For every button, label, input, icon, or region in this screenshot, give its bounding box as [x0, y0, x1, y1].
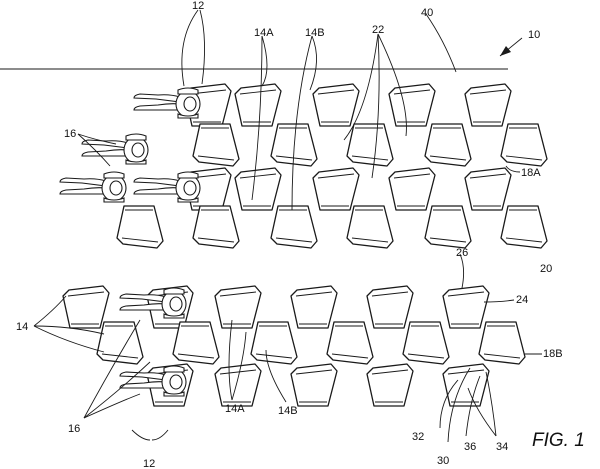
seat-unit: [500, 205, 548, 249]
ref-label-14A-top: 14A: [254, 27, 274, 39]
ref-label-14: 14: [16, 321, 28, 333]
ref-label-16-top: 16: [64, 128, 76, 140]
ref-label-20: 20: [540, 263, 552, 275]
ref-label-14B-top: 14B: [305, 27, 325, 39]
seat-unit: [192, 205, 240, 249]
ref-label-18A: 18A: [521, 167, 541, 179]
bottom-seat-group: [62, 285, 526, 407]
seat-unit: [464, 83, 512, 127]
seat-unit: [442, 285, 490, 329]
seat-unit: [62, 285, 110, 329]
seat-unit: [402, 321, 450, 365]
seat-unit: [290, 363, 338, 407]
seat-unit: [424, 123, 472, 167]
ref-label-16-bottom: 16: [68, 423, 80, 435]
seat-unit: [366, 285, 414, 329]
seat-unit: [312, 167, 360, 211]
seat-unit: [346, 205, 394, 249]
seat-unit: [424, 205, 472, 249]
passenger-figure: [133, 87, 201, 119]
seat-unit: [290, 285, 338, 329]
ref-label-32: 32: [412, 431, 424, 443]
seat-unit: [500, 123, 548, 167]
seat-unit: [234, 167, 282, 211]
ref-label-30: 30: [437, 455, 449, 467]
seat-unit: [116, 205, 164, 249]
ref-label-14A-bottom: 14A: [225, 403, 245, 415]
ref-label-18B: 18B: [543, 348, 563, 360]
ref-label-24: 24: [516, 294, 528, 306]
seat-unit: [442, 363, 490, 407]
seat-unit: [96, 321, 144, 365]
seat-unit: [250, 321, 298, 365]
ref-label-34: 34: [496, 441, 508, 453]
seat-unit: [464, 167, 512, 211]
seat-unit: [388, 83, 436, 127]
figure-caption: FIG. 1: [532, 430, 585, 451]
seat-unit: [346, 123, 394, 167]
passenger-figure: [59, 171, 127, 203]
seat-unit: [388, 167, 436, 211]
ref-label-40: 40: [421, 7, 433, 19]
seat-unit: [326, 321, 374, 365]
ref-label-36: 36: [464, 441, 476, 453]
seat-unit: [234, 83, 282, 127]
leader-lines: [33, 9, 543, 443]
seat-unit: [366, 363, 414, 407]
ref-label-14B-bottom: 14B: [278, 405, 298, 417]
ref-label-22: 22: [372, 24, 384, 36]
ref-label-12-bottom: 12: [143, 458, 155, 469]
top-seat-group: [59, 83, 548, 249]
seat-unit: [214, 363, 262, 407]
passenger-figure: [133, 171, 201, 203]
seat-unit: [214, 285, 262, 329]
ref-label-10: 10: [528, 29, 540, 41]
ref-label-12-top: 12: [192, 0, 204, 12]
seat-unit: [270, 205, 318, 249]
seat-unit: [172, 321, 220, 365]
seat-unit: [312, 83, 360, 127]
seat-unit: [478, 321, 526, 365]
ref-label-26: 26: [456, 247, 468, 259]
arrow-icon: [499, 37, 523, 57]
seat-unit: [192, 123, 240, 167]
reference-labels: 10 12 40 14A 14B 22 16 18A 26 20 24 18B …: [16, 0, 585, 469]
